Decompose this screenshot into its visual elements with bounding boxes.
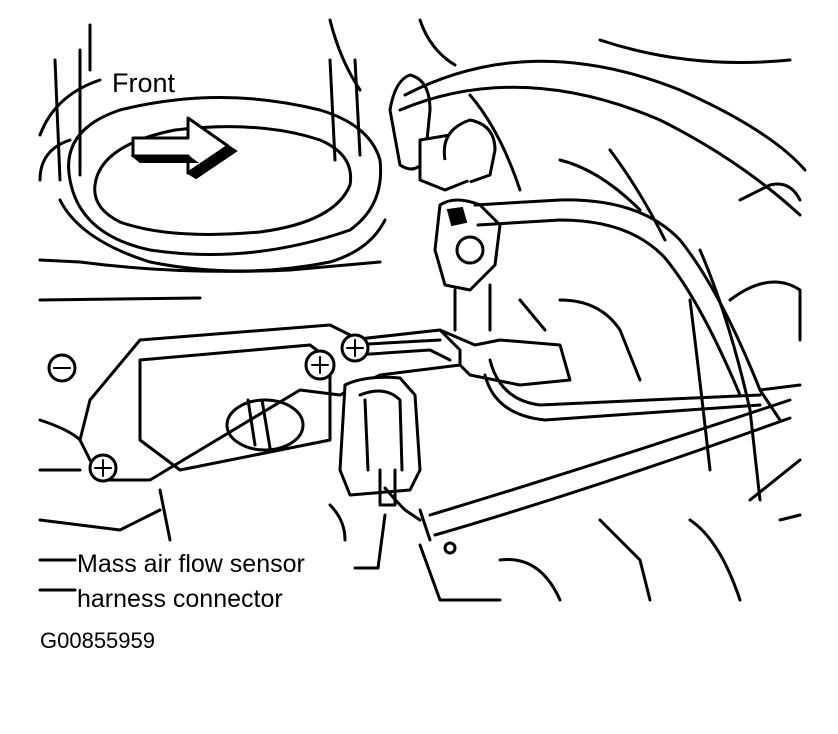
front-direction-label: Front xyxy=(112,68,176,98)
bracket-screws xyxy=(47,333,370,483)
wiring-harness xyxy=(418,198,802,542)
front-arrow-icon xyxy=(130,116,238,180)
mass-air-flow-connector xyxy=(338,375,422,522)
maf-label-line1: Mass air flow sensor xyxy=(77,550,305,578)
maf-callout-leader xyxy=(353,513,387,570)
intake-oval-opening xyxy=(225,398,305,452)
strut-tower xyxy=(38,48,432,302)
maf-label-line2: harness connector xyxy=(77,585,283,613)
upper-connector xyxy=(418,118,502,332)
sensor-bracket xyxy=(78,323,572,482)
lower-engine-structure xyxy=(38,298,802,602)
figure-id-label: G00855959 xyxy=(40,628,155,653)
